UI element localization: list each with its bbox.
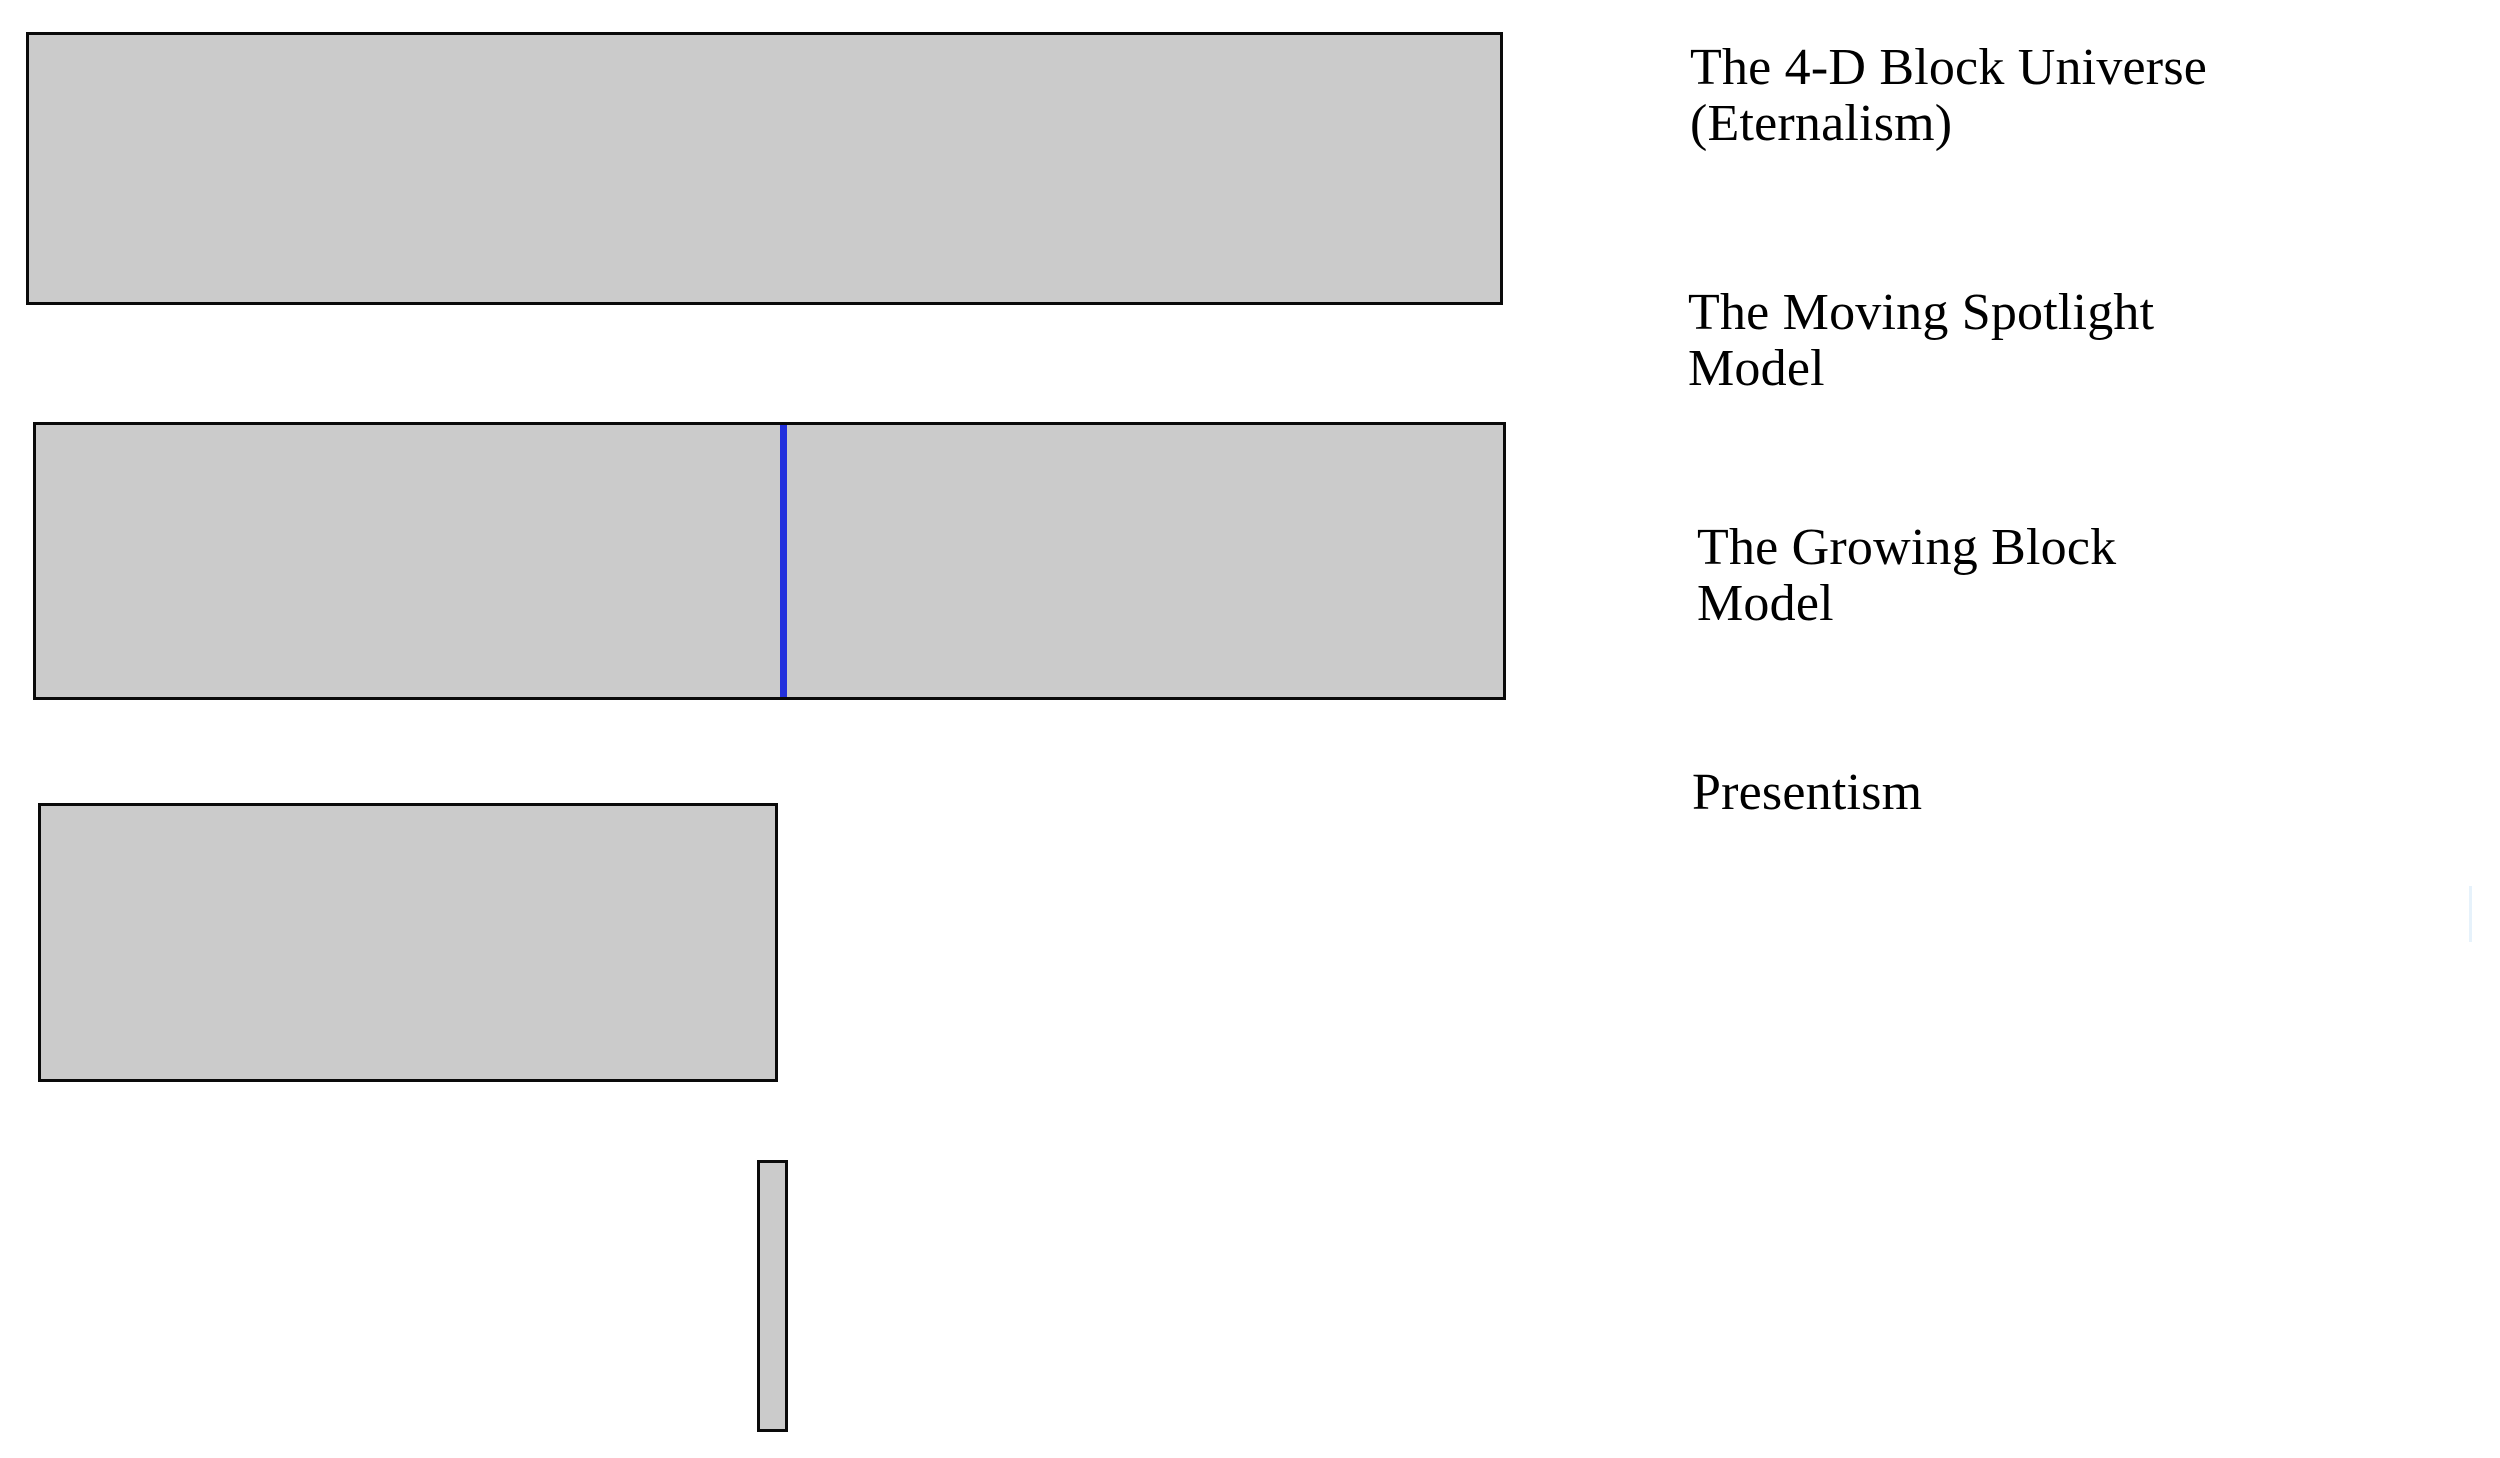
block-four-d-block-universe xyxy=(26,32,1503,305)
label-area: The 4-D Block Universe (Eternalism) The … xyxy=(1600,0,2500,1458)
label-moving-spotlight-model: The Moving Spotlight Model xyxy=(1688,284,2155,397)
label-presentism: Presentism xyxy=(1692,764,1923,821)
block-diagram-area xyxy=(26,32,1506,1432)
block-presentism xyxy=(757,1160,788,1432)
present-moment-marker xyxy=(780,425,787,697)
block-growing-block-model xyxy=(38,803,778,1082)
right-edge-artifact xyxy=(2469,886,2472,942)
label-four-d-block-universe: The 4-D Block Universe (Eternalism) xyxy=(1690,39,2208,152)
block-moving-spotlight-model xyxy=(33,422,1506,700)
label-growing-block-model: The Growing Block Model xyxy=(1697,519,2117,632)
